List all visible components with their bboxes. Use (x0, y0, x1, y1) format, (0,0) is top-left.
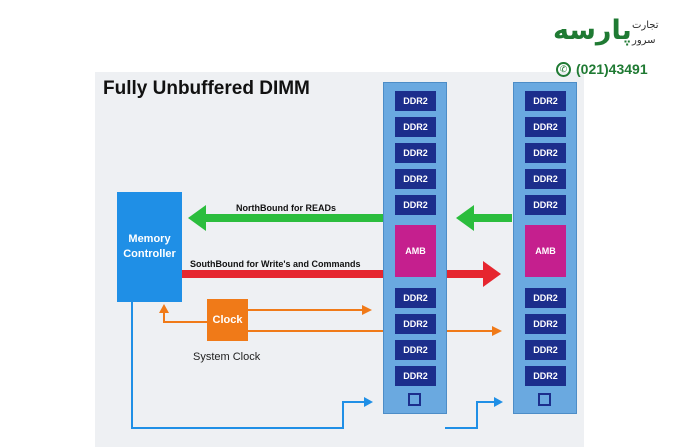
southbound-label: SouthBound for Write's and Commands (190, 259, 361, 269)
ddr2-chip: DDR2 (395, 314, 436, 334)
ddr2-chip: DDR2 (395, 366, 436, 386)
northbound-label: NorthBound for READs (236, 203, 336, 213)
ddr2-chip: DDR2 (525, 314, 566, 334)
southbound-arrow-2 (445, 261, 501, 287)
diagram-title: Fully Unbuffered DIMM (103, 78, 310, 99)
ddr2-chip: DDR2 (525, 340, 566, 360)
ddr2-chip: DDR2 (395, 195, 436, 215)
logo-wordmark: پارسه (553, 15, 632, 46)
northbound-arrow-2 (456, 205, 512, 231)
amb-chip: AMB (525, 225, 566, 277)
dimm-connector-square (538, 393, 551, 406)
ddr2-chip: DDR2 (525, 117, 566, 137)
phone-icon: ✆ (556, 62, 571, 77)
logo-subtitle-1: تجارت (632, 20, 659, 31)
northbound-arrow (188, 205, 383, 231)
ddr2-chip: DDR2 (395, 169, 436, 189)
ddr2-chip: DDR2 (525, 366, 566, 386)
ddr2-chip: DDR2 (395, 117, 436, 137)
clock-block: Clock (207, 299, 248, 341)
amb-chip: AMB (395, 225, 436, 277)
southbound-arrow (182, 270, 383, 278)
dimm-module-2: DDR2 DDR2 DDR2 DDR2 DDR2 AMB DDR2 DDR2 D… (513, 82, 577, 414)
ddr2-chip: DDR2 (525, 91, 566, 111)
ddr2-chip: DDR2 (395, 91, 436, 111)
ddr2-chip: DDR2 (525, 169, 566, 189)
system-bus-line (131, 302, 495, 429)
ddr2-chip: DDR2 (525, 288, 566, 308)
phone-number: (021)43491 (576, 61, 648, 77)
dimm-connector-square (408, 393, 421, 406)
memory-controller-label-line2: Controller (123, 248, 176, 260)
memory-controller-label-line1: Memory (128, 233, 171, 246)
ddr2-chip: DDR2 (525, 143, 566, 163)
system-clock-label: System Clock (193, 351, 261, 363)
ddr2-chip: DDR2 (395, 340, 436, 360)
memory-controller: Memory Controller (117, 192, 182, 302)
logo-subtitle-2: سرور (632, 35, 656, 46)
ddr2-chip: DDR2 (395, 288, 436, 308)
ddr2-chip: DDR2 (395, 143, 436, 163)
clock-lines (163, 309, 493, 332)
ddr2-chip: DDR2 (525, 195, 566, 215)
dimm-module-1: DDR2 DDR2 DDR2 DDR2 DDR2 AMB DDR2 DDR2 D… (383, 82, 447, 414)
